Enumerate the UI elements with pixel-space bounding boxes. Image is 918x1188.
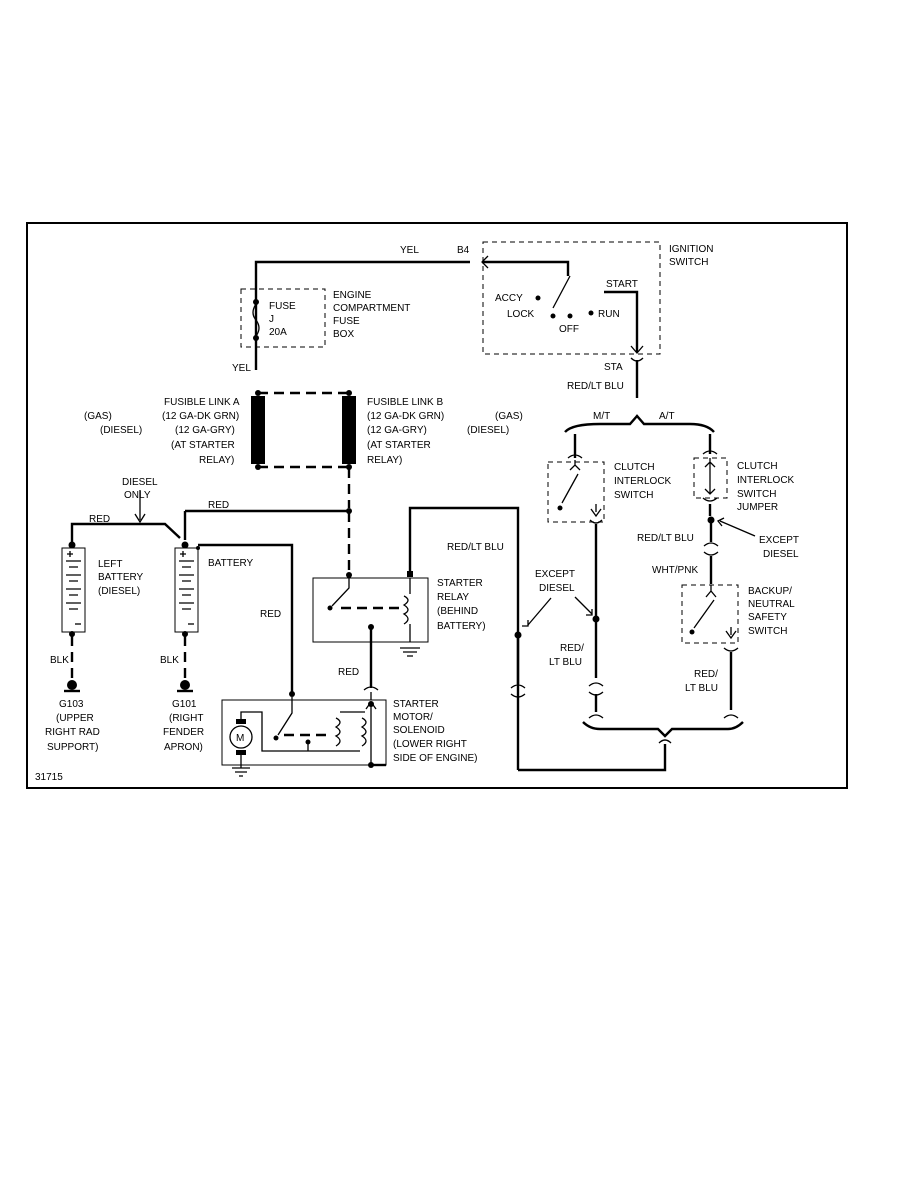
fuse-label-2: J [269,314,274,325]
relay-1: STARTER [437,578,483,589]
fusible-a-1: FUSIBLE LINK A [164,397,240,408]
clutch-1: CLUTCH [614,462,655,473]
ignition-output-wire: RED/LT BLU [567,381,624,392]
fuse-label-1: FUSE [269,301,296,312]
left-battery-3: (DIESEL) [98,586,140,597]
g103-3: RIGHT RAD [45,727,100,738]
ignition-switch: YEL B4 IGNITION SWITCH ACCY LOCK OFF RUN… [254,241,713,398]
backup-4: SWITCH [748,626,787,637]
backup-2: NEUTRAL [748,599,795,610]
g103-1: G103 [59,699,84,710]
left-battery-2: BATTERY [98,572,144,583]
wire-wht-pnk: WHT/PNK [652,565,698,576]
motor-1: STARTER [393,699,439,710]
wire-red-to-starter: RED [260,609,281,620]
motor-5: SIDE OF ENGINE) [393,753,477,764]
jumper-1: CLUTCH [737,461,778,472]
relay-3: (BEHIND [437,606,478,617]
ignition-sta: STA [604,362,623,373]
fuse-j: FUSE J 20A ENGINE COMPARTMENT FUSE BOX Y… [232,288,410,374]
wire-red-lt-blu-mt-1: RED/ [560,643,584,654]
wire-red-lt-blu-at: RED/LT BLU [637,533,694,544]
relay-4: BATTERY) [437,621,486,632]
motor-4: (LOWER RIGHT [393,739,467,750]
backup-3: SAFETY [748,612,787,623]
fusible-a-gas: (GAS) [84,411,112,422]
fusible-a-diesel: (DIESEL) [100,425,142,436]
ignition-run: RUN [598,309,620,320]
g103-2: (UPPER [56,713,94,724]
diesel-only-1: DIESEL [122,477,158,488]
diesel-only-2: ONLY [124,490,151,501]
left-battery-1: LEFT [98,559,122,570]
fusible-a-4: (AT STARTER [171,440,235,451]
fusible-a-3: (12 GA-GRY) [175,425,235,436]
relay-2: RELAY [437,592,469,603]
fusible-b-4: (AT STARTER [367,440,431,451]
fuse-box-2: COMPARTMENT [333,303,410,314]
diagram-frame [26,222,848,789]
jumper-2: INTERLOCK [737,475,795,486]
ignition-title-1: IGNITION [669,244,713,255]
fusible-b-3: (12 GA-GRY) [367,425,427,436]
g101-3: FENDER [163,727,204,738]
fusible-b-diesel: (DIESEL) [467,425,509,436]
clutch-3: SWITCH [614,490,653,501]
except-diesel-left-1: EXCEPT [535,569,575,580]
clutch-2: INTERLOCK [614,476,672,487]
motor-symbol: M [236,733,244,744]
motor-symbol-circle [229,725,253,749]
ignition-start: START [606,279,638,290]
fuse-label-3: 20A [269,327,287,338]
wire-red-below-relay: RED [338,667,359,678]
ignition-accy: ACCY [495,293,523,304]
wire-red-lt-blu-mt-2: LT BLU [549,657,582,668]
neutral-interlock-circuit: M/T A/T CLUTCH INTERLOCK SWITCH RED/LT B… [447,411,799,772]
ignition-lock: LOCK [507,309,535,320]
jumper-3: SWITCH [737,489,776,500]
batteries: DIESEL ONLY RED RED LEFT BATTERY (DIESEL… [45,477,352,753]
fuse-box-3: FUSE [333,316,360,327]
wire-red-left: RED [89,514,110,525]
fusible-a-5: RELAY) [199,455,234,466]
motor-2: MOTOR/ [393,712,433,723]
ignition-title-2: SWITCH [669,257,708,268]
wire-blk-right: BLK [160,655,179,666]
wire-blk-left: BLK [50,655,69,666]
split-at: A/T [659,411,675,422]
fusible-links: FUSIBLE LINK A (12 GA-DK GRN) (12 GA-GRY… [84,390,523,508]
fusible-a-2: (12 GA-DK GRN) [162,411,239,422]
fusible-b-2: (12 GA-DK GRN) [367,411,444,422]
fuse-box-4: BOX [333,329,354,340]
pin-b4: B4 [457,245,470,256]
wire-red-lt-blu-at-low-2: LT BLU [685,683,718,694]
split-mt: M/T [593,411,610,422]
motor-3: SOLENOID [393,725,445,736]
g103-4: SUPPORT) [47,742,99,753]
fusible-b-1: FUSIBLE LINK B [367,397,443,408]
wire-yel-below-fuse: YEL [232,363,251,374]
g101-2: (RIGHT [169,713,203,724]
backup-1: BACKUP/ [748,586,792,597]
wire-red-lt-blu-left: RED/LT BLU [447,542,504,553]
except-diesel-right-1: EXCEPT [759,535,799,546]
g101-1: G101 [172,699,197,710]
ignition-off: OFF [559,324,579,335]
starter-motor: M STARTER MOTOR/ SOLENOID (LOWER RIGHT S… [221,686,477,777]
wire-yel-top: YEL [400,245,419,256]
fusible-b-5: RELAY) [367,455,402,466]
main-battery: BATTERY [208,558,254,569]
except-diesel-left-2: DIESEL [539,583,575,594]
wire-red-top: RED [208,500,229,511]
fusible-b-gas: (GAS) [495,411,523,422]
fuse-box-1: ENGINE [333,290,372,301]
g101-4: APRON) [164,742,203,753]
figure-id: 31715 [35,772,63,783]
jumper-4: JUMPER [737,502,778,513]
except-diesel-right-2: DIESEL [763,549,799,560]
wire-red-lt-blu-at-low-1: RED/ [694,669,718,680]
